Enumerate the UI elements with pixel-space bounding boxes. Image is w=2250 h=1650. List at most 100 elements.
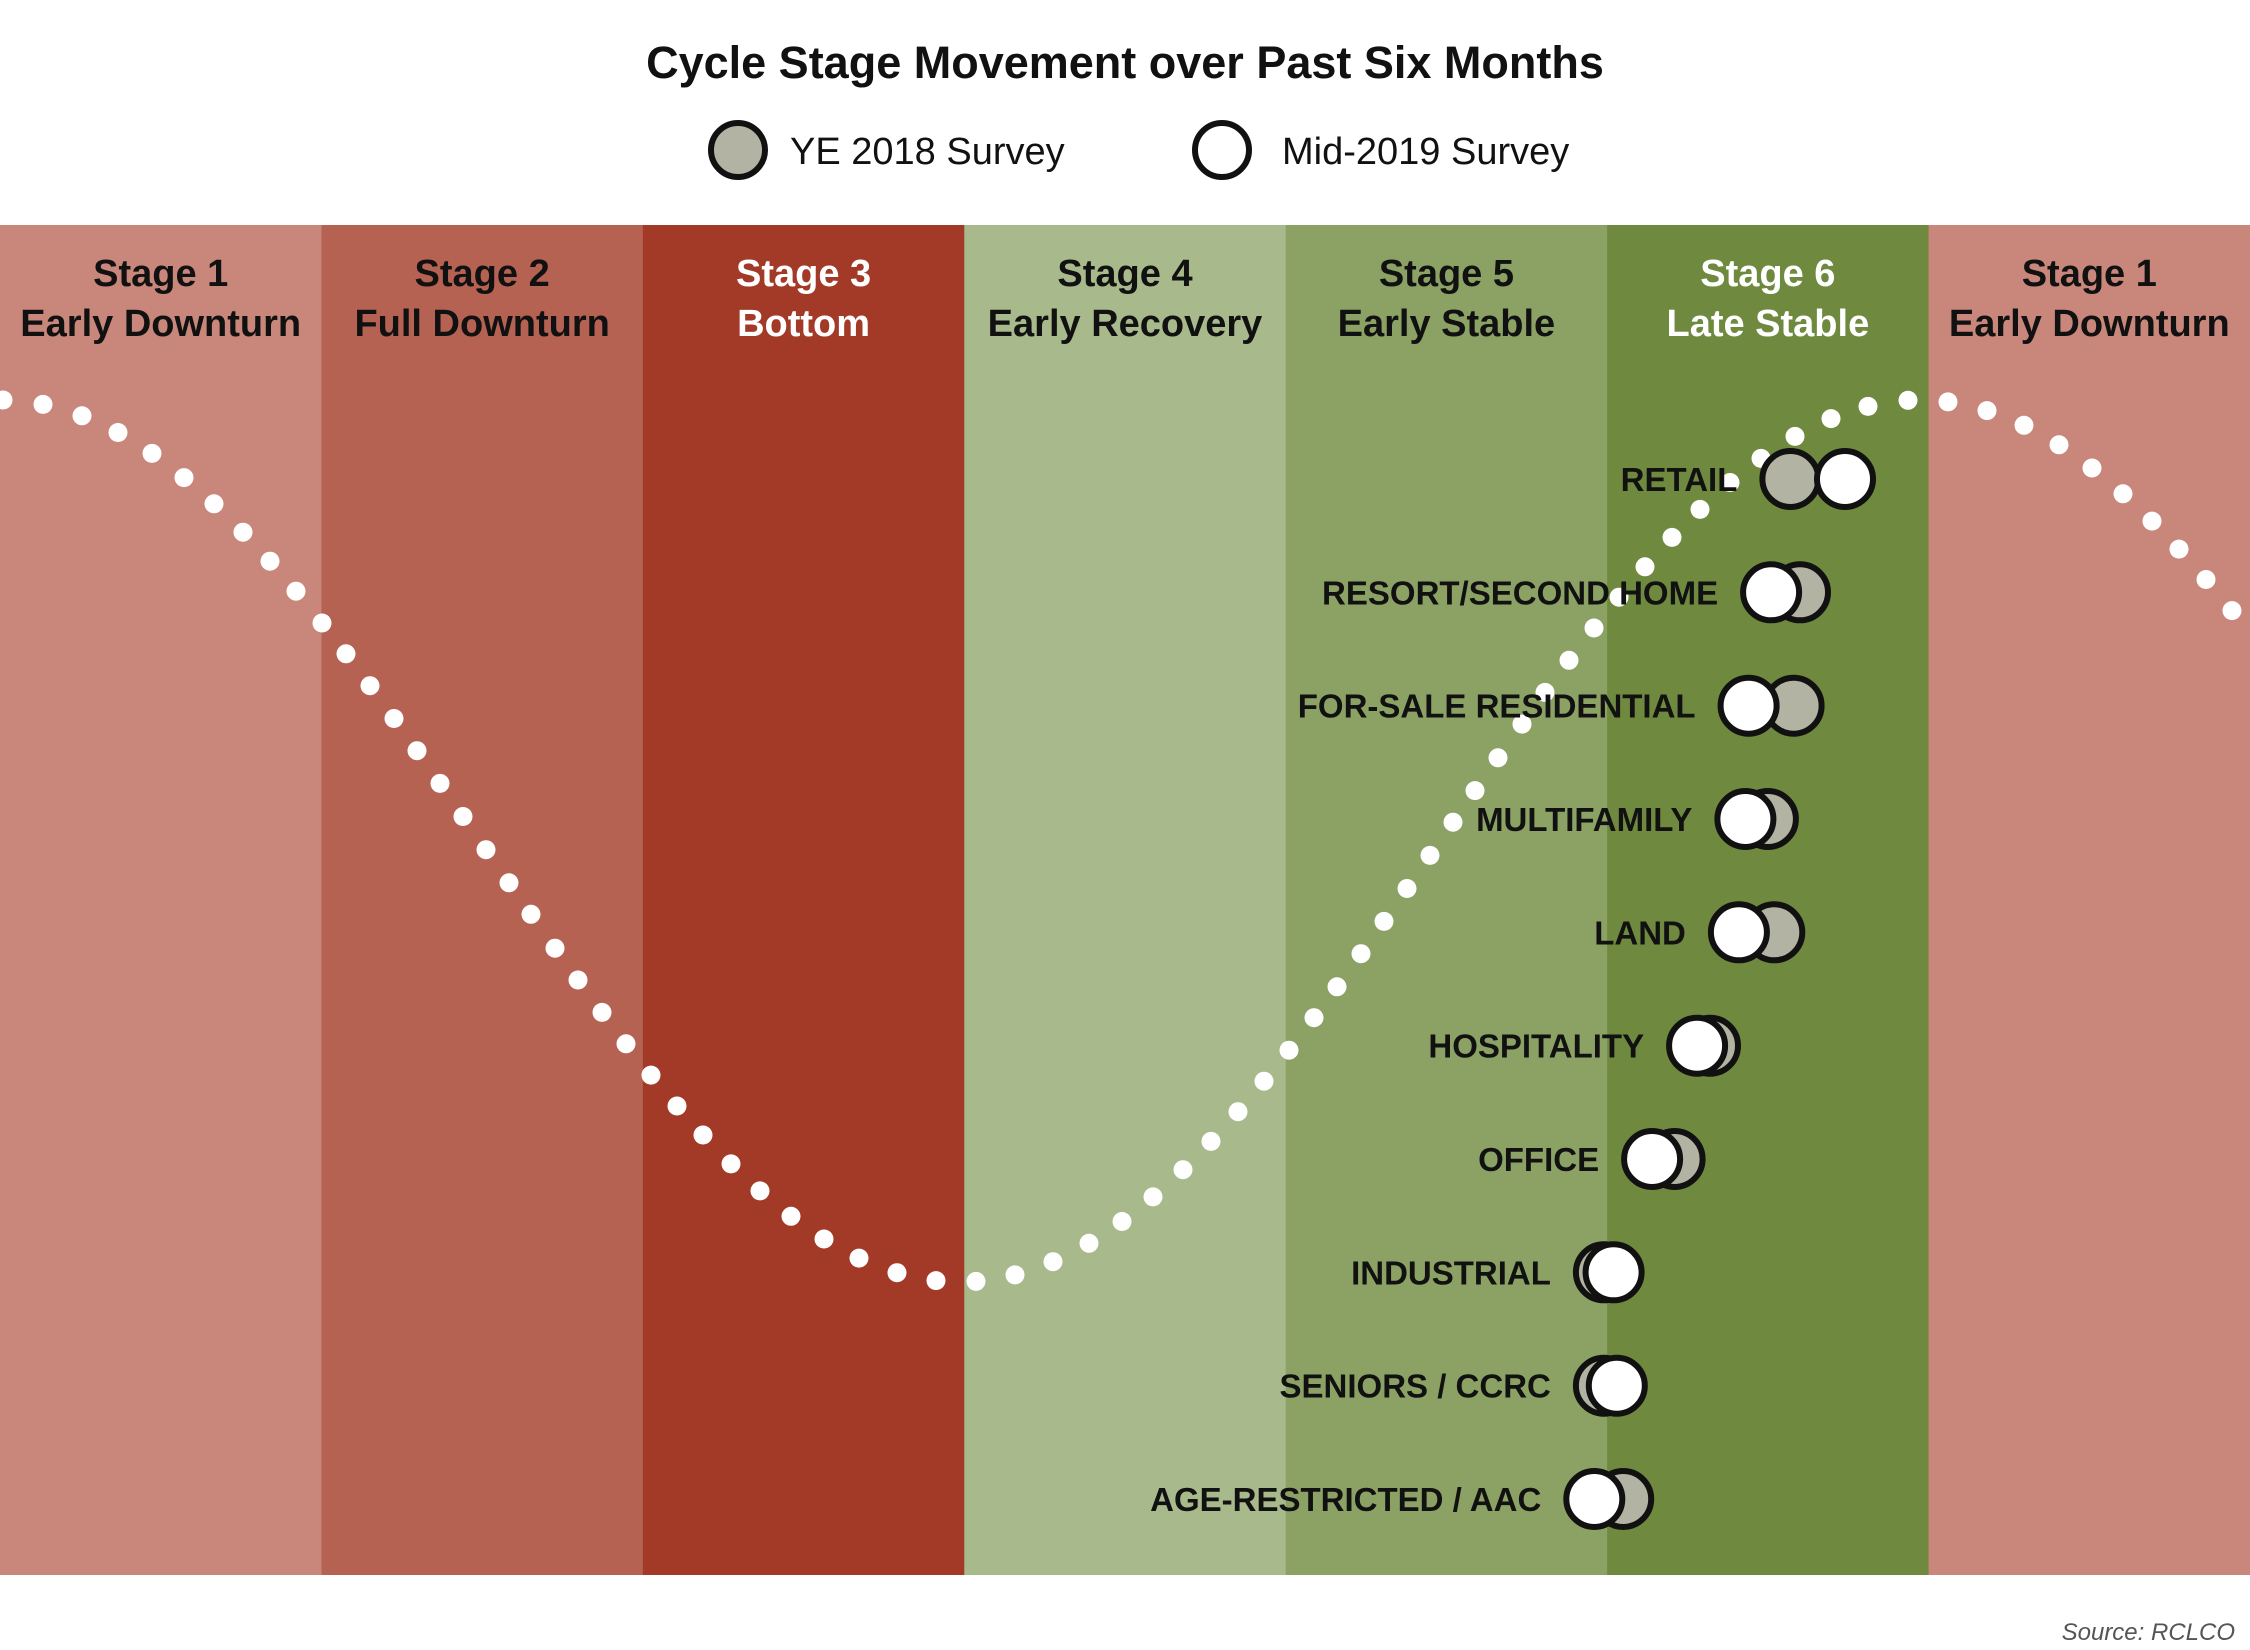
curve-dot: [1609, 587, 1629, 607]
curve-dot: [2196, 570, 2216, 589]
category-label: FOR-SALE RESIDENTIAL: [1298, 688, 1696, 725]
curve-dot: [1512, 714, 1532, 734]
curve-dot: [2142, 511, 2162, 531]
mid2019-point: [1814, 448, 1876, 510]
curve-dot: [1112, 1212, 1132, 1231]
mid2019-point: [1563, 1468, 1626, 1530]
curve-dot: [1327, 977, 1347, 997]
stage-label-number: Stage 2: [415, 253, 550, 295]
curve-dot: [1898, 390, 1918, 410]
curve-dot: [887, 1263, 907, 1283]
curve-dot: [693, 1125, 713, 1145]
legend: YE 2018 Survey Mid-2019 Survey: [708, 120, 1569, 180]
curve-dot: [1977, 401, 1997, 421]
ye2018-point: [1759, 448, 1822, 510]
stage-label-name: Early Recovery: [988, 303, 1263, 345]
mid2019-point: [1621, 1128, 1684, 1190]
stage-band-4: [964, 225, 1287, 1575]
curve-dot: [2014, 415, 2034, 435]
curve-dot: [2222, 601, 2242, 621]
curve-dot: [966, 1271, 986, 1291]
stage-band-7: [1928, 225, 2250, 1575]
category-label: RETAIL: [1621, 461, 1738, 498]
stage-band-3: [642, 225, 965, 1575]
curve-dot: [568, 970, 588, 990]
category-label: MULTIFAMILY: [1476, 801, 1692, 838]
curve-dot: [1720, 473, 1740, 492]
stage-label-number: Stage 4: [1057, 253, 1192, 295]
curve-dot: [233, 522, 253, 542]
curve-dot: [1351, 944, 1371, 964]
category-label: OFFICE: [1478, 1141, 1599, 1178]
curve-dot: [1488, 748, 1508, 768]
curve-dot: [2082, 458, 2102, 478]
stage-label-number: Stage 3: [736, 253, 871, 295]
curve-dot: [204, 494, 224, 514]
mid2019-point: [1740, 561, 1803, 624]
legend-marker-mid2019: [1192, 120, 1252, 180]
curve-dot: [142, 443, 162, 463]
curve-dot: [2049, 435, 2069, 455]
stage-label-number: Stage 6: [1700, 253, 1835, 295]
stage-label-name: Early Downturn: [1949, 303, 2230, 345]
curve-dot: [260, 551, 280, 571]
curve-dot: [2113, 484, 2133, 504]
curve-dot: [1635, 557, 1655, 577]
curve-dot: [286, 581, 306, 601]
cycle-curve: [0, 390, 2242, 1291]
curve-dot: [616, 1034, 636, 1054]
curve-dot: [641, 1065, 661, 1085]
curve-dot: [521, 904, 541, 924]
curve-dot: [1279, 1040, 1299, 1060]
category-label: RESORT/SECOND HOME: [1322, 574, 1718, 611]
stage-label-number: Stage 5: [1379, 253, 1514, 295]
curve-dot: [384, 709, 404, 728]
curve-dot: [1821, 409, 1841, 429]
curve-dot: [592, 1002, 612, 1022]
category-label: AGE-RESTRICTED / AAC: [1150, 1481, 1541, 1518]
curve-dot: [108, 423, 128, 442]
curve-dot: [453, 807, 473, 826]
curve-dot: [1662, 527, 1682, 547]
curve-dot: [1443, 812, 1463, 832]
curve-dot: [1535, 682, 1555, 702]
curve-dot: [476, 840, 496, 860]
curve-dot: [1079, 1233, 1099, 1253]
curve-dot: [1143, 1187, 1163, 1207]
chart-title: Cycle Stage Movement over Past Six Month…: [646, 37, 1604, 88]
curve-dot: [814, 1229, 834, 1249]
curve-dot: [1005, 1265, 1025, 1285]
curve-dot: [849, 1248, 869, 1268]
curve-dot: [1228, 1102, 1248, 1122]
curve-dot: [545, 938, 565, 958]
curve-dot: [1374, 911, 1394, 931]
curve-dot: [312, 613, 332, 633]
curve-dot: [72, 406, 92, 426]
curve-dot: [0, 390, 13, 410]
curve-dot: [1173, 1160, 1193, 1180]
curve-dot: [1465, 781, 1485, 801]
curve-dot: [667, 1096, 687, 1116]
stage-label-name: Late Stable: [1666, 303, 1869, 345]
mid2019-point: [1707, 901, 1770, 964]
stage-band-5: [1285, 225, 1608, 1575]
curve-dot: [1938, 392, 1958, 412]
category-points: RETAIL RESORT/SECOND HOME FOR-SALE RESIDEN…: [1150, 448, 1876, 1530]
stage-band-6: [1607, 225, 1930, 1575]
stage-label-name: Full Downturn: [354, 303, 609, 345]
legend-marker-ye2018: [708, 120, 768, 180]
mid2019-point: [1666, 1014, 1729, 1077]
curve-dot: [926, 1271, 946, 1291]
curve-dot: [1690, 499, 1710, 519]
curve-dot: [1858, 396, 1878, 416]
category-label: HOSPITALITY: [1428, 1028, 1644, 1065]
curve-dot: [1304, 1008, 1324, 1028]
curve-dot: [1043, 1252, 1063, 1272]
mid2019-point: [1717, 674, 1780, 737]
curve-dot: [430, 773, 450, 793]
stage-label-name: Early Stable: [1338, 303, 1556, 345]
stage-label-number: Stage 1: [93, 253, 228, 295]
curve-dot: [721, 1154, 741, 1174]
mid2019-point: [1585, 1354, 1648, 1417]
